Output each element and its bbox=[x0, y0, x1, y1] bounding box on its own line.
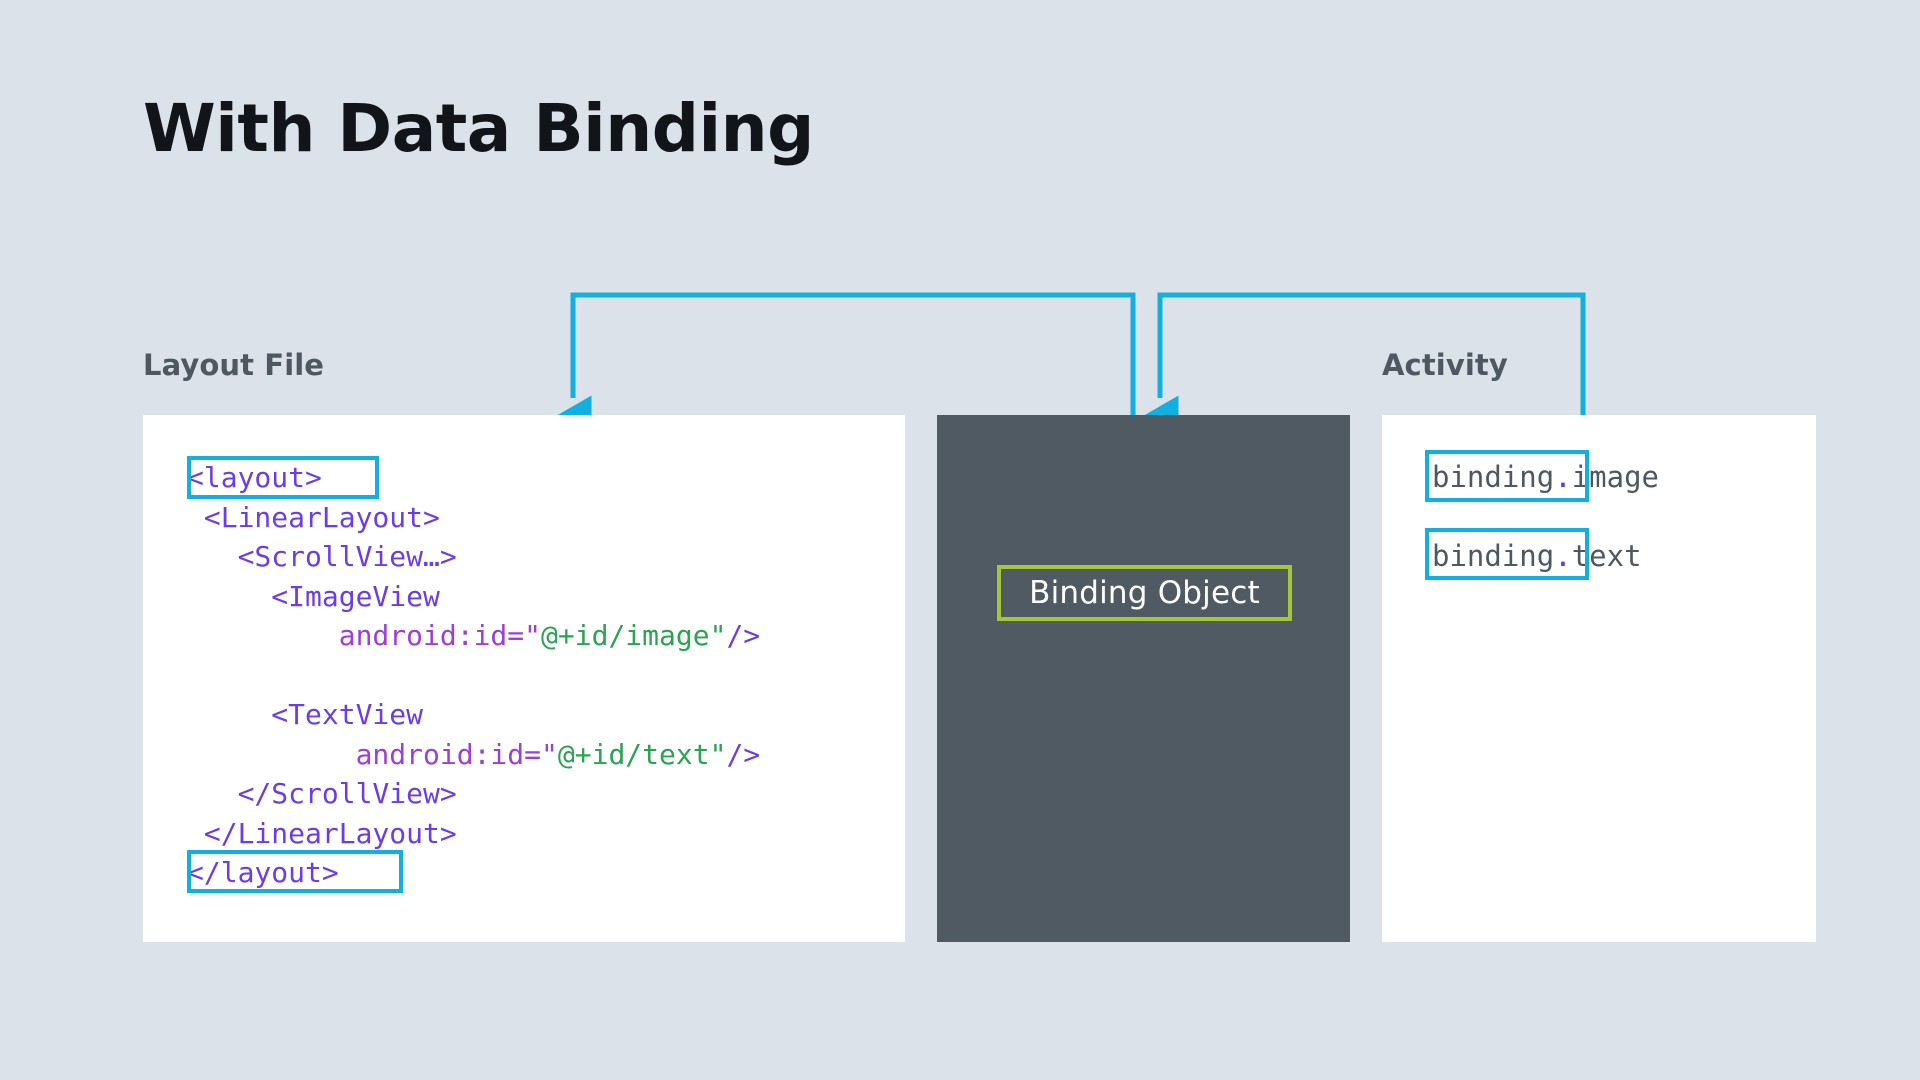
code-token-attr: android:id=" bbox=[187, 737, 558, 771]
code-token-tag: <ScrollView…> bbox=[187, 540, 457, 573]
activity-binding-dot: . bbox=[1554, 539, 1572, 573]
code-token-tag: </ScrollView> bbox=[187, 777, 457, 810]
code-token-tag: /> bbox=[726, 737, 761, 771]
code-token-tag: </LinearLayout> bbox=[187, 816, 457, 850]
code-line: </ScrollView> bbox=[187, 774, 760, 814]
connector-activity-to-binding-object bbox=[1139, 292, 1586, 441]
layout-file-code-block: <layout> <LinearLayout> <ScrollView…> <I… bbox=[187, 458, 760, 893]
code-token-attr: android:id=" bbox=[187, 619, 542, 652]
code-token-str: @+id/text" bbox=[557, 737, 727, 771]
activity-expression-binding-text: binding.text bbox=[1432, 539, 1642, 573]
code-line: <ImageView bbox=[187, 577, 760, 617]
activity-binding-property: image bbox=[1571, 460, 1659, 494]
code-line: <LinearLayout> bbox=[187, 498, 760, 538]
activity-binding-root: binding bbox=[1432, 460, 1555, 494]
code-token-tag: <TextView bbox=[187, 698, 424, 731]
code-token-tag: <ImageView bbox=[187, 579, 440, 613]
activity-binding-property: text bbox=[1571, 539, 1642, 573]
code-line: </layout> bbox=[187, 853, 760, 893]
section-label-activity: Activity bbox=[1382, 348, 1508, 382]
code-line: android:id="@+id/text"/> bbox=[187, 735, 761, 775]
code-token-str: @+id/image" bbox=[541, 619, 727, 652]
code-token-tag: </layout> bbox=[187, 856, 339, 889]
code-token-tag: <LinearLayout> bbox=[187, 500, 440, 534]
code-token-tag: <layout> bbox=[187, 461, 322, 494]
code-line: <layout> bbox=[187, 458, 760, 498]
activity-binding-root: binding bbox=[1432, 539, 1555, 573]
code-token-tag: /> bbox=[726, 619, 761, 652]
page-title: With Data Binding bbox=[143, 90, 814, 167]
code-line bbox=[187, 656, 760, 696]
activity-expression-binding-image: binding.image bbox=[1432, 460, 1659, 494]
section-label-layout-file: Layout File bbox=[143, 348, 325, 382]
activity-binding-dot: . bbox=[1554, 460, 1572, 494]
panel-layout-file bbox=[143, 415, 905, 942]
connector-binding-object-to-layout-file bbox=[552, 292, 1136, 441]
binding-object-chip: Binding Object bbox=[997, 565, 1292, 621]
panel-binding-object bbox=[937, 415, 1350, 942]
code-line: <ScrollView…> bbox=[187, 537, 760, 577]
code-line: </LinearLayout> bbox=[187, 814, 760, 854]
panel-activity bbox=[1382, 415, 1816, 942]
code-line: android:id="@+id/image"/> bbox=[187, 616, 760, 656]
code-line: <TextView bbox=[187, 695, 760, 735]
